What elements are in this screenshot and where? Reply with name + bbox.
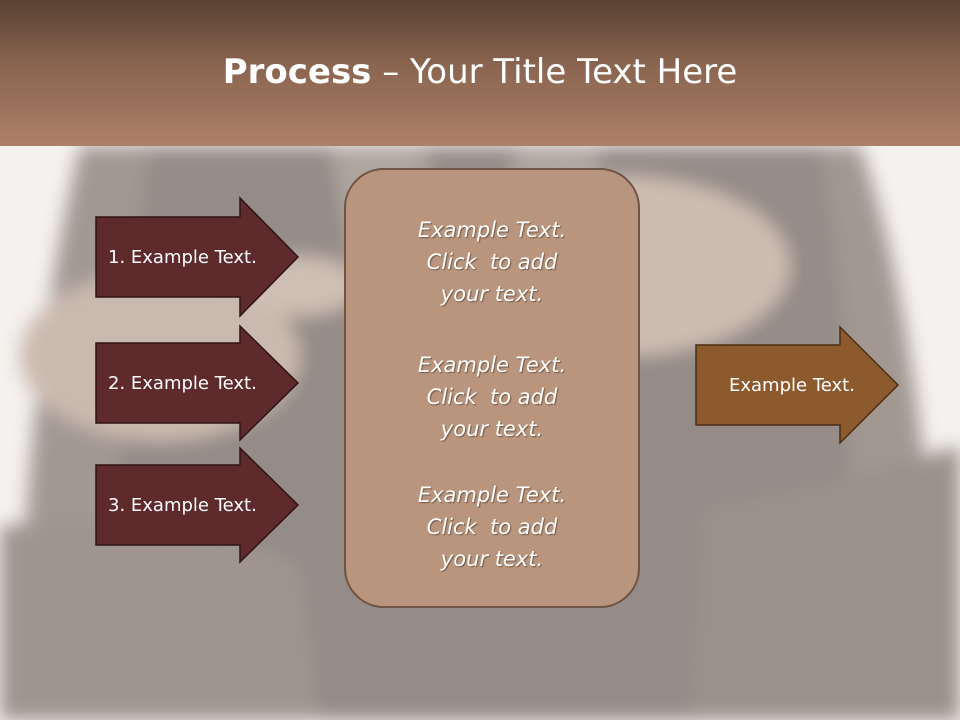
step-arrow-2[interactable]: 2. Example Text.	[95, 324, 300, 442]
center-text-line: Click to add	[426, 385, 558, 409]
center-text-line: Example Text.	[417, 353, 567, 377]
center-text-line: Example Text.	[417, 218, 567, 242]
title-bold: Process	[222, 52, 372, 92]
center-text-line: Example Text.	[417, 483, 567, 507]
output-arrow-shape	[695, 325, 900, 445]
center-text-box[interactable]: Example Text. Click to add your text. Ex…	[344, 168, 640, 608]
step-arrow-1-label: 1. Example Text.	[108, 246, 257, 268]
center-text-line: Click to add	[426, 250, 558, 274]
slide-title[interactable]: Process – Your Title Text Here	[0, 52, 960, 92]
center-text-line: your text.	[440, 417, 544, 441]
step-arrow-1-shape	[95, 196, 300, 318]
center-text-line: Click to add	[426, 515, 558, 539]
step-arrow-3-label: 3. Example Text.	[108, 494, 257, 516]
step-arrow-3-shape	[95, 446, 300, 564]
output-arrow[interactable]: Example Text.	[695, 325, 900, 445]
title-rest: – Your Title Text Here	[371, 52, 738, 92]
step-arrow-2-shape	[95, 324, 300, 442]
center-text-block-3[interactable]: Example Text. Click to add your text.	[346, 479, 638, 575]
output-arrow-label: Example Text.	[729, 374, 855, 396]
title-bar: Process – Your Title Text Here	[0, 0, 960, 146]
center-text-line: your text.	[440, 282, 544, 306]
step-arrow-2-label: 2. Example Text.	[108, 372, 257, 394]
center-text-block-1[interactable]: Example Text. Click to add your text.	[346, 214, 638, 310]
center-text-block-2[interactable]: Example Text. Click to add your text.	[346, 349, 638, 445]
step-arrow-3[interactable]: 3. Example Text.	[95, 446, 300, 564]
center-text-line: your text.	[440, 547, 544, 571]
step-arrow-1[interactable]: 1. Example Text.	[95, 196, 300, 318]
